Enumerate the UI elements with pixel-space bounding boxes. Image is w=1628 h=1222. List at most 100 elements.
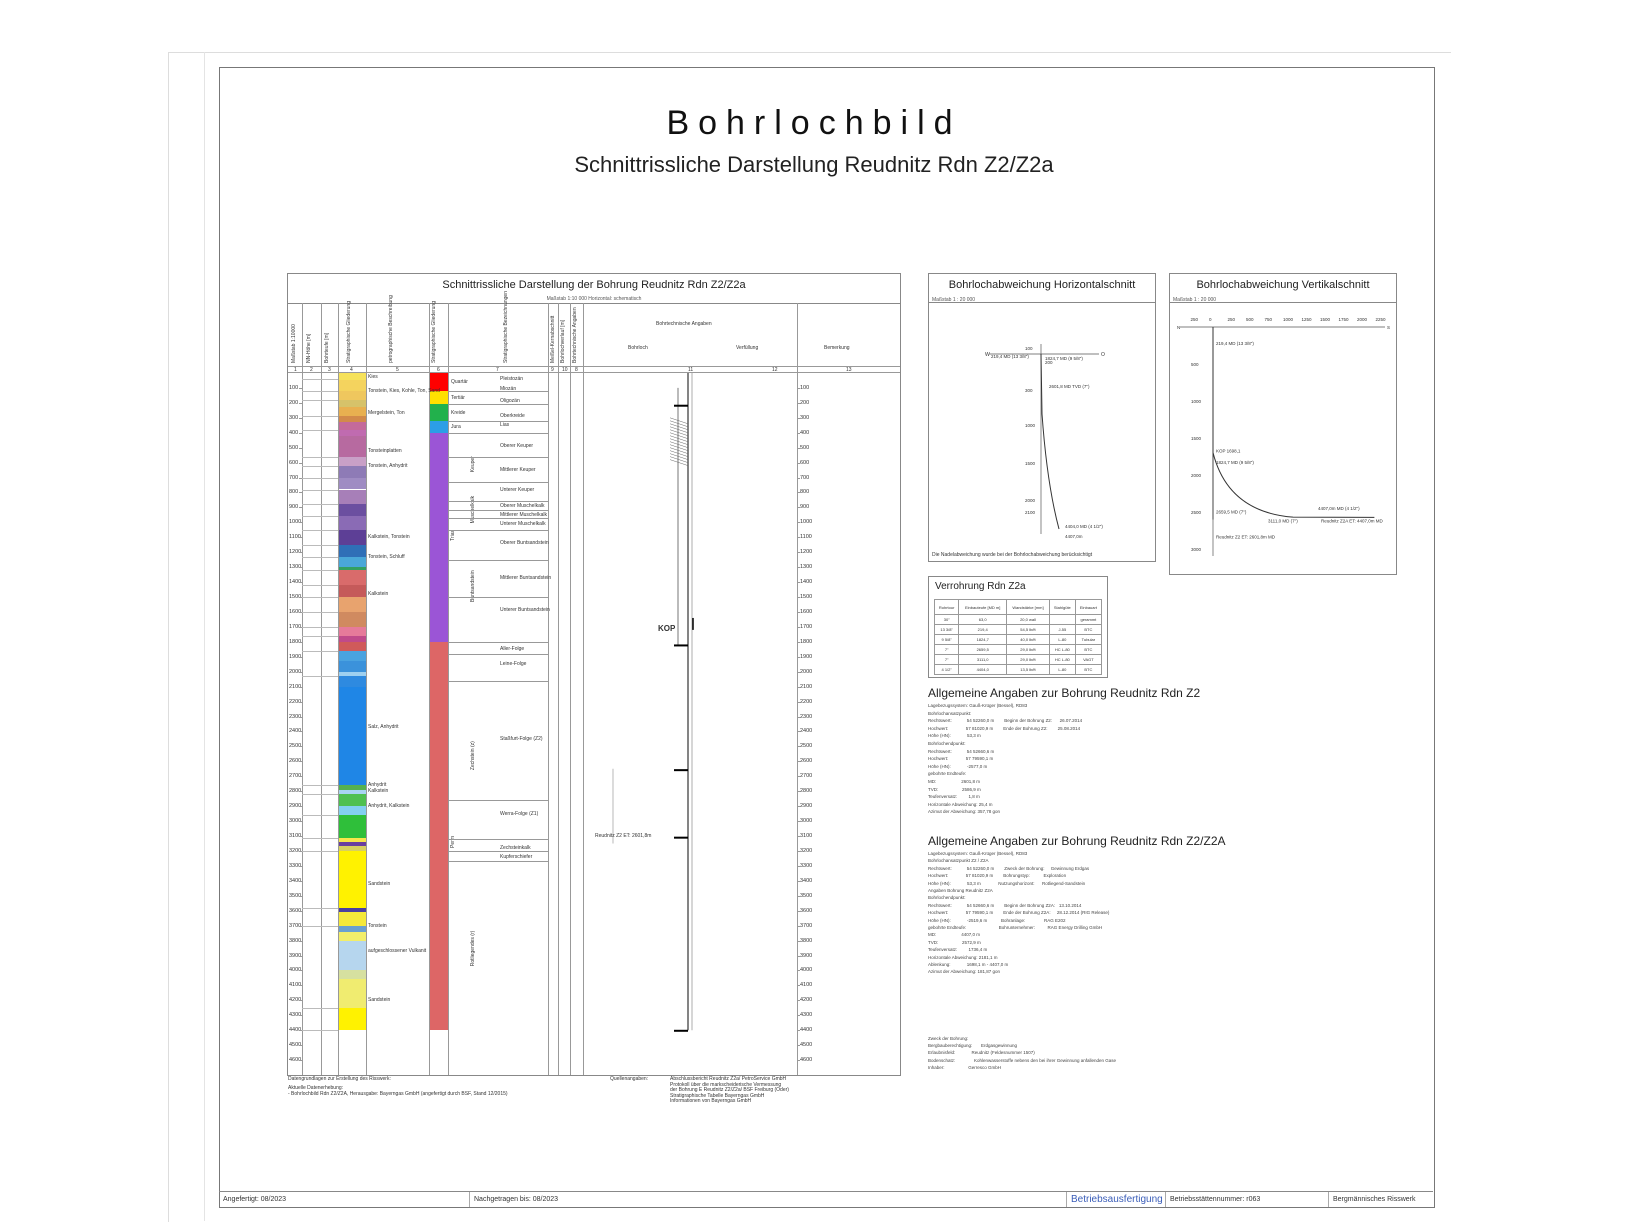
info-line: Hochwert: 57 79590,1 m (928, 756, 994, 762)
lithology-layer (339, 585, 366, 598)
lithology-label: Sandstein (368, 880, 391, 887)
depth-tick-label-right: 1900 (800, 653, 813, 660)
casing-cell: Tubular (1074, 634, 1103, 645)
depth-tick (299, 865, 302, 867)
system-label: Kreide (451, 409, 466, 416)
lithology-label: Anhydrit, Kalkstein (368, 803, 410, 810)
depth-tick-label-right: 2600 (800, 758, 813, 765)
depth-tick (299, 701, 302, 703)
lithology-label: Tonstein, Anhydrit (368, 462, 408, 469)
info-line: gebohrte Endteufe: (928, 771, 967, 777)
lithology-layer (339, 611, 366, 627)
depth-tick (299, 895, 302, 897)
top-tick-label: 1250 (1302, 317, 1313, 322)
depth-tick-label: 2400 (289, 728, 302, 735)
formation-label: Unterer Keuper (500, 486, 535, 493)
depth-marker (302, 626, 338, 628)
page-subtitle: Schnittrissliche Darstellung Reudnitz Rd… (574, 152, 1054, 177)
info-line: Rechtswert: 54 52260,0 m Zweck der Bohru… (928, 865, 1090, 871)
depth-tick-label: 2800 (289, 788, 302, 795)
depth-tick-label-right: 300 (800, 414, 810, 421)
depth-tick (299, 626, 302, 628)
depth-tick (299, 597, 302, 599)
column-divider (583, 303, 584, 1075)
depth-tick-label-right: 2300 (800, 713, 813, 720)
depth-tick-label-right: 1000 (800, 519, 813, 526)
casing-header-cell: Rohrtour (933, 599, 960, 615)
depth-tick (299, 387, 302, 389)
depth-tick-right (797, 387, 800, 389)
column-number: 8 (575, 367, 578, 373)
lithology-layer (339, 650, 366, 662)
lithology-layer (339, 556, 366, 568)
top-tick-label: 1500 (1320, 317, 1331, 322)
depth-tick (299, 656, 302, 658)
depth-tick-label-right: 2100 (800, 683, 813, 690)
depth-tick-label: 3900 (289, 952, 302, 959)
casing-cell: 29,0 lb/ft (1006, 644, 1050, 655)
depth-tick-label: 3100 (289, 833, 302, 840)
source-line: Informationen von Bayerngas GmbH (670, 1098, 752, 1104)
depth-tick-label: 1800 (289, 638, 302, 645)
depth-tick-right (797, 880, 800, 882)
lithology-layer (339, 671, 366, 677)
label-z2a-et: Reudnitz Z2A ET: 4407,0m MD (1321, 518, 1384, 523)
system-label: Tertiär (451, 394, 465, 401)
depth-tick-label-right: 3900 (800, 952, 813, 959)
casing-cell: BTC (1074, 624, 1103, 635)
depth-tick (299, 791, 302, 793)
lithology-label: Tonstein, Schluff (368, 553, 405, 560)
formation-label: Unterer Muschelkalk (500, 520, 546, 527)
page-title: Bohrlochbild (666, 104, 962, 142)
depth-tick-label: 2700 (289, 773, 302, 780)
horizontal-scale: Maßstab 1 : 20 000 (932, 297, 976, 303)
formation-label: Staßfurt-Folge (Z2) (500, 735, 543, 742)
lithology-label: Kalkstein, Tonstein (368, 534, 410, 541)
lithology-layer (339, 399, 366, 408)
label-219: 219,4 MD (13 3/8") (991, 354, 1029, 359)
info-line: TVD: 2572,9 m (928, 939, 981, 945)
info-line: Horizontale Abweichung: 25,4 m (928, 801, 993, 807)
label-1824: 1824,7 MD (9 5/8") (1216, 460, 1254, 465)
depth-marker (302, 429, 338, 431)
lithology-layer (339, 850, 366, 908)
lithology-layer (339, 567, 366, 571)
lithology-layer (339, 390, 366, 400)
top-tick-label: 250 (1228, 317, 1236, 322)
depth-tick-label: 3300 (289, 862, 302, 869)
info-z2a-title: Allgemeine Angaben zur Bohrung Reudnitz … (928, 834, 1226, 848)
casing-cell: 40,0 lb/ft (1006, 634, 1050, 645)
depth-marker (302, 597, 338, 599)
source-line: Protokoll über die markscheiderische Ver… (670, 1081, 782, 1088)
depth-tick-right (797, 940, 800, 942)
hatch (669, 441, 689, 448)
column-number: 5 (396, 367, 399, 373)
depth-tick-label: 3700 (289, 922, 302, 929)
depth-tick-label-right: 4500 (800, 1042, 813, 1049)
horizontal-section-panel: Bohrlochabweichung Horizontalschnitt Maß… (928, 273, 1156, 562)
formation-boundary (448, 653, 548, 655)
top-tick-label: 250 (1191, 317, 1199, 322)
depth-tick (299, 910, 302, 912)
column-number: 1 (294, 367, 297, 373)
lithology-layer (339, 661, 366, 672)
depth-tick-label-right: 3400 (800, 877, 813, 884)
formation-boundary (448, 529, 548, 531)
borehole-profile-panel: Schnittrissliche Darstellung der Bohrung… (287, 273, 901, 1104)
source-line: der Bohrung E Reudnitz Z2/Z2a/ BSF Freib… (670, 1087, 789, 1093)
depth-tick-right (797, 567, 800, 569)
source-line: Abschlussbericht Reudnitz Z2a/ PetroServ… (670, 1076, 787, 1082)
label-4407: 4407,0m MD (4 1/2") (1318, 506, 1360, 511)
info-z2-title: Allgemeine Angaben zur Bohrung Reudnitz … (928, 686, 1201, 700)
formation-label: Leine-Folge (500, 661, 527, 668)
depth-tick (299, 522, 302, 524)
depth-tick-label: 1600 (289, 608, 302, 615)
depth-tick (299, 970, 302, 972)
info-line: Lagebezugssystem: Gauß-Krüger (Bessel), … (928, 703, 1028, 708)
lithology-layer (339, 429, 366, 436)
info-line: Höhe (HN): 53,3 m (928, 733, 981, 739)
depth-tick-label-right: 600 (800, 459, 810, 466)
depth-tick-right (797, 447, 800, 449)
